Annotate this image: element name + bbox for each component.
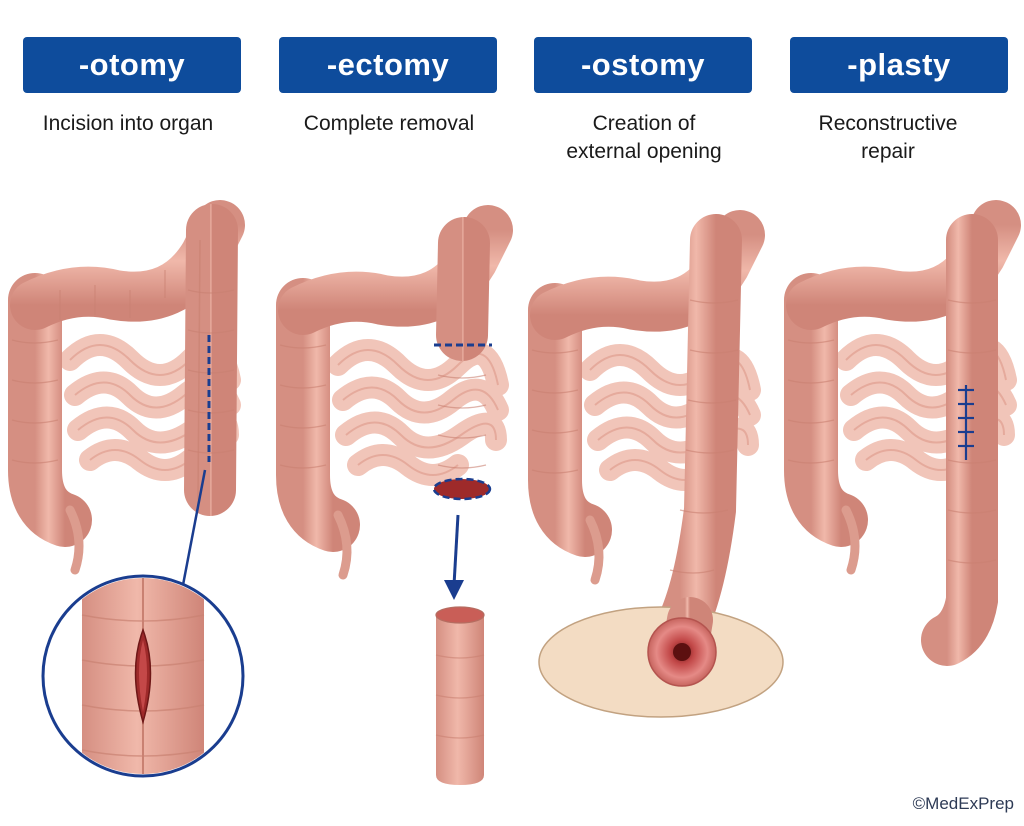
down-arrow-icon [444,580,464,600]
description-line: Creation of [592,112,696,135]
description-line: Reconstructive [818,112,958,135]
otomy-colon-illustration [12,225,234,585]
term-badge-otomy: -otomy [23,37,241,93]
panel-plasty: -plasty Reconstructive repair [767,0,1023,826]
term-description-ostomy: Creation of external opening [511,110,777,166]
panel-otomy: -otomy Incision into organ [0,0,256,826]
description-line: Complete removal [303,112,475,135]
description-line: external opening [566,140,722,163]
description-line: repair [861,140,915,163]
term-badge-plasty: -plasty [790,37,1008,93]
term-badge-ectomy: -ectomy [279,37,497,93]
term-description-otomy: Incision into organ [0,110,261,138]
term-badge-ostomy: -ostomy [534,37,752,93]
panel-ostomy: -ostomy Creation of external opening [511,0,767,826]
magnifier-inset [41,574,245,778]
suture-illustration [958,385,974,460]
stoma-illustration [647,617,717,687]
plasty-colon-illustration [788,225,1006,666]
description-line: Incision into organ [42,112,214,135]
ectomy-colon-illustration [280,230,498,785]
term-description-plasty: Reconstructive repair [755,110,1021,166]
panel-ectomy: -ectomy Complete removal [256,0,512,826]
copyright-credit: ©MedExPrep [912,794,1014,813]
term-description-ectomy: Complete removal [256,110,522,138]
